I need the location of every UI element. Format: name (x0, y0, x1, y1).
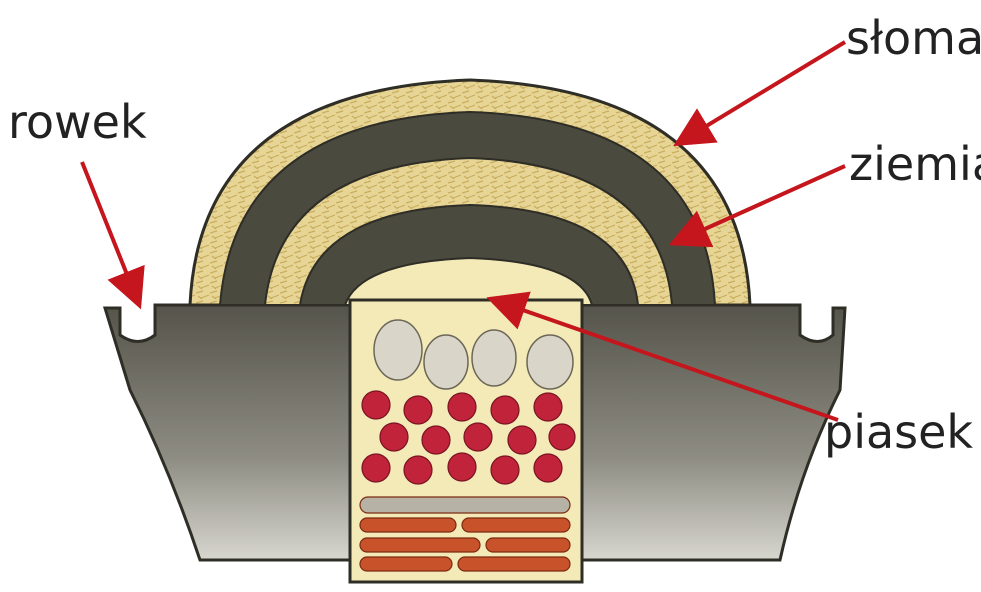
arrow-rowek (82, 162, 138, 302)
label-sloma: słoma (846, 11, 981, 65)
label-piasek: piasek (824, 405, 973, 459)
label-rowek: rowek (8, 95, 147, 149)
label-ziemia: ziemia (849, 137, 981, 191)
arrow-sloma (680, 42, 845, 142)
